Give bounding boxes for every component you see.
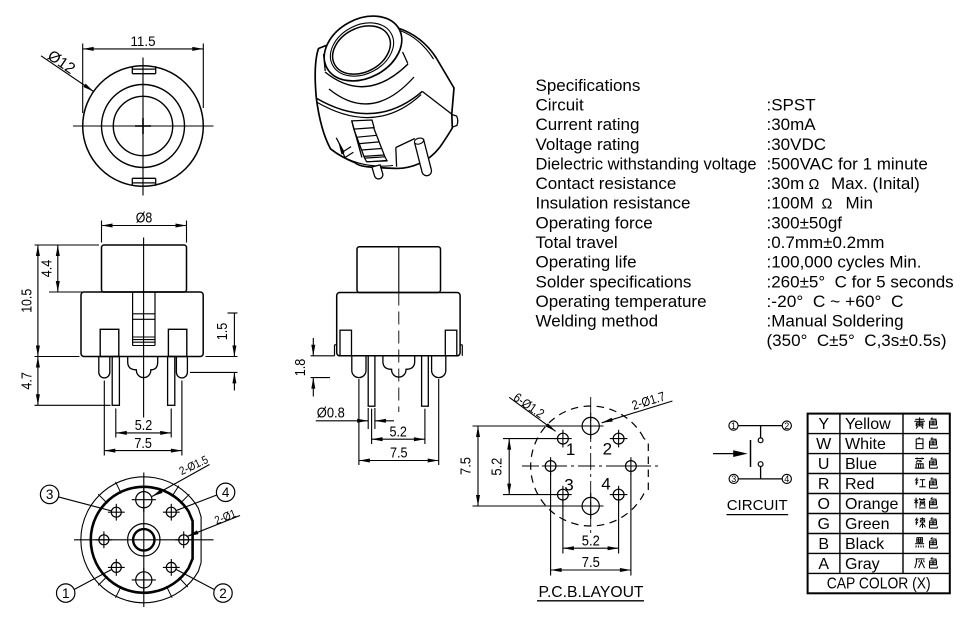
svg-text:Yellow: Yellow	[845, 416, 891, 433]
svg-text:O: O	[817, 496, 829, 513]
svg-text:P.C.B.LAYOUT: P.C.B.LAYOUT	[539, 584, 644, 601]
svg-text:Ø0.8: Ø0.8	[317, 406, 345, 422]
svg-text::500VAC for 1 minute: :500VAC for 1 minute	[767, 154, 928, 173]
svg-text:Voltage rating: Voltage rating	[536, 135, 640, 154]
svg-text:Total travel: Total travel	[536, 233, 618, 252]
svg-text:Red: Red	[845, 476, 874, 493]
svg-text:1: 1	[566, 440, 575, 459]
svg-text:Black: Black	[845, 536, 885, 553]
svg-text:3: 3	[46, 487, 54, 502]
svg-text:10.5: 10.5	[20, 289, 36, 313]
svg-text:Current rating: Current rating	[536, 115, 640, 134]
svg-text:W: W	[816, 436, 832, 453]
svg-text:7.5: 7.5	[134, 435, 152, 452]
svg-text:4: 4	[601, 475, 610, 494]
svg-text:1.8: 1.8	[293, 359, 309, 377]
svg-text:Welding method: Welding method	[536, 312, 659, 331]
svg-text:Max. (Inital): Max. (Inital)	[831, 174, 920, 193]
svg-text:U: U	[818, 456, 830, 473]
svg-text:Ω: Ω	[809, 177, 820, 193]
svg-text:Orange: Orange	[845, 496, 898, 513]
svg-text:7.5: 7.5	[458, 457, 475, 475]
svg-text:5.2: 5.2	[389, 423, 407, 440]
svg-text:Solder specifications: Solder specifications	[536, 272, 692, 291]
svg-text::30m: :30m	[767, 174, 805, 193]
svg-text:Contact resistance: Contact resistance	[536, 174, 677, 193]
svg-text:R: R	[818, 476, 830, 493]
svg-text:4: 4	[222, 485, 230, 500]
svg-text:2: 2	[784, 421, 789, 431]
svg-text::300±50gf: :300±50gf	[767, 213, 843, 232]
svg-text:CIRCUIT: CIRCUIT	[727, 497, 788, 514]
svg-text:G: G	[817, 516, 829, 533]
svg-text:1: 1	[62, 586, 70, 601]
svg-text:Insulation resistance: Insulation resistance	[536, 194, 691, 213]
svg-text:CAP COLOR (X): CAP COLOR (X)	[827, 576, 931, 593]
svg-text:Specifications: Specifications	[536, 76, 641, 95]
svg-text::30VDC: :30VDC	[767, 135, 827, 154]
svg-text::260±5° C for 5 seconds: :260±5° C for 5 seconds	[767, 272, 954, 291]
svg-text:7.5: 7.5	[390, 445, 408, 462]
svg-text:Operating life: Operating life	[536, 253, 637, 272]
svg-text:2-Ø1.5: 2-Ø1.5	[178, 454, 211, 478]
svg-text:5.2: 5.2	[135, 417, 153, 434]
svg-text:Green: Green	[845, 516, 889, 533]
svg-text:Min: Min	[846, 194, 873, 213]
svg-text:4.7: 4.7	[20, 372, 36, 390]
svg-text:3: 3	[731, 474, 736, 484]
svg-text:Operating temperature: Operating temperature	[536, 292, 707, 311]
svg-text:Ø12: Ø12	[44, 47, 78, 78]
svg-text:Dielectric withstanding voltag: Dielectric withstanding voltage	[536, 154, 757, 173]
svg-text:Blue: Blue	[845, 456, 877, 473]
svg-text:2-Ø1.7: 2-Ø1.7	[630, 389, 667, 413]
svg-text::100M: :100M	[767, 194, 814, 213]
svg-text::0.7mm±0.2mm: :0.7mm±0.2mm	[767, 233, 885, 252]
svg-text:1: 1	[731, 421, 736, 431]
svg-text:Gray: Gray	[845, 556, 880, 573]
svg-text::Manual Soldering: :Manual Soldering	[767, 312, 904, 331]
svg-text:(350° C±5° C,3s±0.5s): (350° C±5° C,3s±0.5s)	[767, 331, 947, 350]
svg-text:Ø8: Ø8	[136, 211, 153, 227]
svg-text:Ω: Ω	[822, 197, 833, 213]
svg-text:6-Ø1.2: 6-Ø1.2	[511, 390, 548, 422]
svg-text:7.5: 7.5	[582, 554, 600, 571]
svg-text::-20° C ~ +60° C: :-20° C ~ +60° C	[767, 292, 904, 311]
svg-text:4.4: 4.4	[40, 260, 56, 278]
svg-text:5.2: 5.2	[489, 458, 506, 476]
svg-text:11.5: 11.5	[131, 34, 156, 50]
svg-text:1.5: 1.5	[215, 323, 231, 341]
svg-text::100,000 cycles Min.: :100,000 cycles Min.	[767, 253, 922, 272]
svg-text:White: White	[845, 436, 886, 453]
svg-text:Operating force: Operating force	[536, 213, 653, 232]
svg-text::30mA: :30mA	[767, 115, 817, 134]
svg-text:3: 3	[564, 476, 573, 495]
svg-text:A: A	[818, 556, 829, 573]
svg-text:Circuit: Circuit	[536, 95, 584, 114]
svg-text::SPST: :SPST	[767, 95, 816, 114]
svg-text:5.2: 5.2	[582, 532, 600, 549]
svg-text:4: 4	[784, 474, 789, 484]
svg-text:B: B	[818, 536, 829, 553]
svg-text:2: 2	[219, 586, 227, 601]
svg-text:Y: Y	[818, 416, 829, 433]
svg-text:2: 2	[603, 440, 612, 459]
